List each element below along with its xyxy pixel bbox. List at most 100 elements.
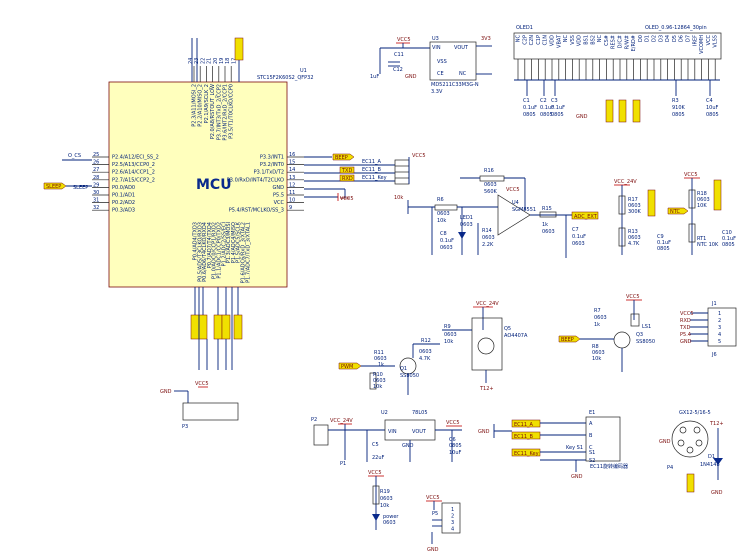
net-ec11b-r: EC11_B xyxy=(362,167,382,173)
r17-body xyxy=(618,195,626,215)
r19-ref: R19 xyxy=(380,489,390,495)
oled-pin-label: D5 xyxy=(672,35,678,42)
mcu-top-pin-num: 22 xyxy=(200,58,206,64)
mcu-top-pin-label: P3.5/T1/T0CLKO/CCP0 xyxy=(229,84,235,139)
oled-pin-label: D/C# xyxy=(618,35,624,48)
mcu-left-pin-label: P2.5/A13/CCP0_2 xyxy=(112,162,155,168)
oled-pin-label: NC xyxy=(597,34,603,42)
u2-vout: VOUT xyxy=(412,429,427,435)
mcu-right-pins: 16P3.3/INT115P3.2/INT014P3.1/TxD/T213P3.… xyxy=(227,152,304,214)
r9-ref: R9 xyxy=(444,324,451,330)
net-top-flag xyxy=(234,37,244,61)
net-t12-gx: T12+ xyxy=(709,421,724,427)
mcu-top-pin-label: P2.3/A11/MOSI_2 xyxy=(192,84,198,127)
net-txd-flag xyxy=(339,166,355,174)
vcc5-mcu: VCC5 xyxy=(340,196,354,202)
mcu-top-pin-label: P2.1/A9/SCLK_2 xyxy=(204,84,210,123)
mcu-left-pin-num: 31 xyxy=(93,198,99,204)
c10-pkg: 0805 xyxy=(722,242,735,248)
mcu-top-pin-label: P3.7/INT3/TxD_2/CCP2 xyxy=(216,84,222,140)
oled-pin-label: D1 xyxy=(645,35,651,42)
ldo-u3: VCC5 U3 VIN VOUT VSS CE NC MD5211C33M3G-… xyxy=(370,36,492,95)
mcu-right-pin-label: P3.1/TxD/T2 xyxy=(254,170,284,176)
net-pwm-flag-bottom xyxy=(190,314,200,340)
mcu-ref: U1 xyxy=(300,68,307,74)
p3-ref: P3 xyxy=(182,424,188,430)
mcu-left-pin-label: P0.2/AD2 xyxy=(112,200,135,206)
oled-pin-label: D6 xyxy=(679,35,685,42)
r16-body xyxy=(479,175,505,182)
q3-part: SS8050 xyxy=(636,339,655,345)
power-led-icon xyxy=(372,514,380,521)
mcu-bottom-pin-label: P1.6/ADC6/RxD_3/XTAL2 xyxy=(241,222,247,283)
oled-pin-label: C2N xyxy=(529,35,535,46)
c9-val: 0.1uF xyxy=(657,240,671,246)
oled-cap-val: 0.1uF xyxy=(551,105,565,111)
r8-val: 10k xyxy=(592,356,601,362)
mcu-left-pin-num: 32 xyxy=(93,205,99,211)
oled-cap-val: 910K xyxy=(672,105,686,111)
ec11-body xyxy=(585,416,621,462)
mcu-right-pin-num: 15 xyxy=(289,160,295,166)
mcu-right-pin-label: P3.0/RxD/INT4/T2CLKO xyxy=(227,177,284,183)
r7-val: 1k xyxy=(594,322,600,328)
vcc24-mos: VCC_24V xyxy=(476,301,499,307)
c5-val: 22uF xyxy=(372,455,385,461)
net-adcext-flag-r xyxy=(571,211,599,220)
oled-cap-ref: C4 xyxy=(706,98,713,104)
diode-d1-icon xyxy=(713,458,723,465)
r18-ref: R18 xyxy=(697,191,707,197)
vcc5-led: VCC5 xyxy=(368,470,382,476)
net-t12-flag xyxy=(686,473,695,493)
mcu-right-pin-num: 16 xyxy=(289,152,295,158)
mosfet-block: VCC_24V Q5 AO4407A T12+ R9 0603 10k R12 … xyxy=(412,301,528,392)
r9-pkg: 0603 xyxy=(444,332,457,338)
mcu-right-pin-num: 12 xyxy=(289,182,295,188)
oled-pin-label: E/RD# xyxy=(631,35,637,51)
net-ec11a: EC11_A xyxy=(514,422,534,428)
net-beep-flag-2 xyxy=(558,335,581,343)
c6-pkg: 0805 xyxy=(449,443,462,449)
mcu-top-pin-num: 17 xyxy=(231,58,237,64)
mcu-right-pin-num: 14 xyxy=(289,167,295,173)
net-key: EC11_Key xyxy=(514,451,539,457)
gx12-title: GX12-5/16-5 xyxy=(679,410,711,416)
oled-flag-1 xyxy=(605,99,614,123)
net-rxd: RXD xyxy=(342,176,353,182)
mcu-left-pin-label: P2.4/A12/ECI_SS_2 xyxy=(112,155,159,161)
opamp-u4 xyxy=(497,194,531,236)
c8-ref: C8 xyxy=(440,231,447,237)
r10-ref: R10 xyxy=(373,372,383,378)
net-adc24-flag xyxy=(198,314,208,340)
net-adcext: ADC_EXT xyxy=(574,214,598,220)
gnd-gx12: GND xyxy=(659,439,671,445)
mcu-top-pin-label: P3.6/INT2/RxD_2/CCP1 xyxy=(223,84,229,141)
d1-part: 1N4148 xyxy=(700,462,720,468)
oled-pin-label: VCC xyxy=(706,34,712,45)
net-ec11a-r: EC11_A xyxy=(362,159,382,165)
oled-pin-label: D4 xyxy=(665,35,671,42)
ec11-pin-label: B xyxy=(589,433,593,439)
ls1-ref: LS1 xyxy=(642,324,651,330)
net-pwm-flag xyxy=(338,362,362,370)
opamp-ref: U4 xyxy=(512,200,519,206)
oled-cap-ref: C2 xyxy=(540,98,547,104)
rt1-val: NTC 10K xyxy=(697,242,719,248)
net-ntc: NTC xyxy=(670,209,681,215)
mcu-right-pin-label: P3.2/INT0 xyxy=(260,162,284,168)
opamp-part: SGM8551 xyxy=(512,207,536,213)
net-sleep-flag xyxy=(43,182,67,190)
u3-vin: VIN xyxy=(432,45,441,51)
oled-pin-label: D3 xyxy=(658,35,664,42)
u3-c11v: 1uF xyxy=(370,74,379,80)
net-pwm: PWM xyxy=(341,364,353,370)
c9-pkg: 0805 xyxy=(657,246,670,252)
u3-body xyxy=(429,41,477,81)
led1-pkg: 0603 xyxy=(460,222,473,228)
net-ntc-flag xyxy=(667,207,689,215)
rt1-ref: RT1 xyxy=(697,236,706,242)
gnd-gx12-2: GND xyxy=(711,490,723,496)
j6-ref: J6 xyxy=(711,352,717,358)
